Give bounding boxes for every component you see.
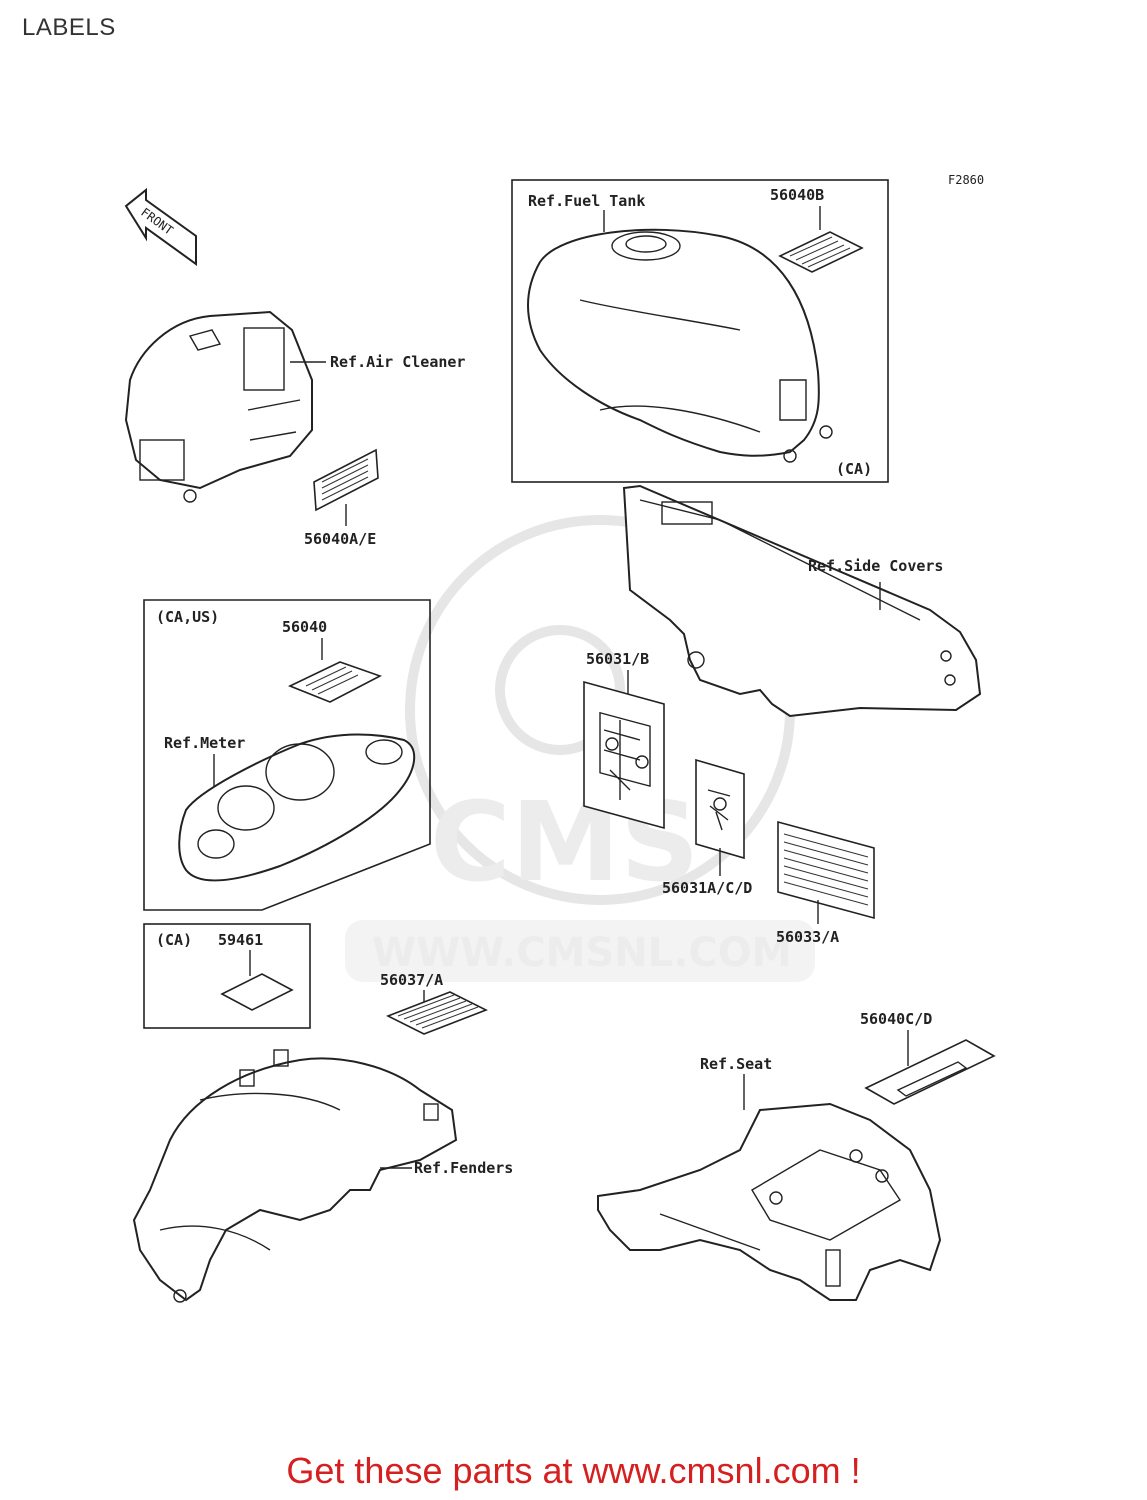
fuel-tank-part bbox=[527, 228, 833, 463]
part-56031B-label: 56031/B bbox=[586, 650, 649, 668]
side-covers-part bbox=[622, 484, 982, 718]
decal-56037A bbox=[386, 991, 488, 1035]
decal-56040CD bbox=[864, 1039, 996, 1105]
variant-ca-us: (CA,US) bbox=[156, 608, 219, 626]
part-56040CD-label: 56040C/D bbox=[860, 1010, 932, 1028]
watermark: CMS WWW.CMSNL.COM bbox=[345, 515, 815, 982]
page-title: LABELS bbox=[22, 14, 116, 41]
ref-meter-label: Ref.Meter bbox=[164, 734, 245, 752]
variant-ca-tank: (CA) bbox=[836, 460, 872, 478]
fenders-part bbox=[132, 1049, 458, 1303]
part-56040B-label: 56040B bbox=[770, 186, 824, 204]
part-56037A-label: 56037/A bbox=[380, 971, 443, 989]
parts-diagram: CMS WWW.CMSNL.COM F2860 FRONT Ref.Fuel T… bbox=[124, 173, 996, 1303]
decal-56033A bbox=[777, 820, 875, 920]
part-56040AE-label: 56040A/E bbox=[304, 530, 376, 548]
seat-part bbox=[597, 1102, 942, 1301]
ref-fuel-tank-label: Ref.Fuel Tank bbox=[528, 192, 645, 210]
fuel-tank-box bbox=[511, 179, 889, 483]
part-56031ACD-label: 56031A/C/D bbox=[662, 879, 752, 897]
ref-fenders-label: Ref.Fenders bbox=[414, 1159, 513, 1177]
figure-code: F2860 bbox=[948, 173, 984, 187]
part-59461-label: 59461 bbox=[218, 931, 263, 949]
decal-56031ACD bbox=[695, 758, 745, 860]
part-56033A-label: 56033/A bbox=[776, 928, 839, 946]
air-cleaner-part bbox=[124, 310, 313, 503]
front-arrow-icon: FRONT bbox=[124, 187, 197, 266]
ca-59461-box bbox=[143, 923, 311, 1029]
meter-part bbox=[178, 733, 416, 882]
decal-59461 bbox=[220, 973, 294, 1011]
decal-56040B bbox=[778, 231, 864, 273]
watermark-banner bbox=[345, 920, 815, 982]
decal-56031B bbox=[583, 680, 665, 830]
ref-seat-label: Ref.Seat bbox=[700, 1055, 772, 1073]
watermark-url: WWW.CMSNL.COM bbox=[372, 930, 792, 976]
variant-ca-small: (CA) bbox=[156, 931, 192, 949]
watermark-logo-face bbox=[495, 625, 625, 755]
ref-side-covers-label: Ref.Side Covers bbox=[808, 557, 943, 575]
decal-56040 bbox=[288, 661, 383, 703]
part-56040-label: 56040 bbox=[282, 618, 327, 636]
decal-56040AE bbox=[313, 448, 379, 512]
ref-air-cleaner-label: Ref.Air Cleaner bbox=[330, 353, 465, 371]
footer-link[interactable]: Get these parts at www.cmsnl.com ! bbox=[286, 1450, 861, 1491]
meter-box bbox=[143, 599, 431, 911]
